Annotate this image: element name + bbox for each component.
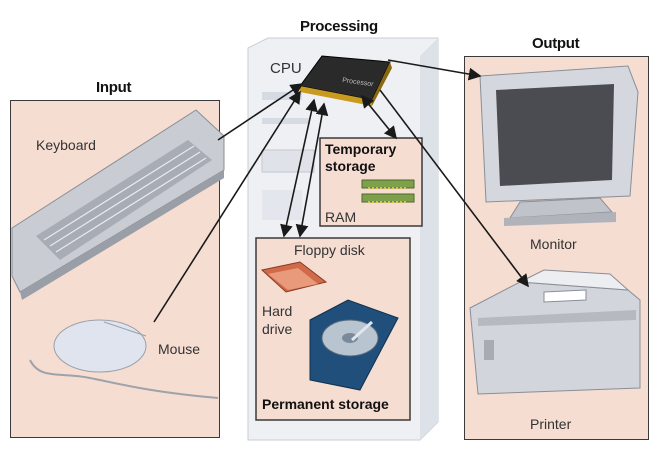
label-monitor: Monitor [530, 236, 577, 252]
monitor-image [479, 65, 639, 226]
heading-output: Output [532, 35, 580, 52]
heading-processing: Processing [300, 18, 378, 35]
label-printer: Printer [530, 416, 572, 432]
arrow-cpu-permanent-storage-2 [295, 102, 329, 238]
arrow-cpu-to-printer [379, 89, 529, 288]
arrow-cpu-temporary-storage [360, 94, 398, 140]
label-ram: RAM [325, 209, 357, 225]
label-mouse: Mouse [158, 341, 201, 357]
label-cpu: CPU [270, 60, 302, 77]
arrow-keyboard-to-cpu [217, 83, 304, 141]
label-hard-drive: Hard drive [262, 303, 293, 337]
cpu-chip-image: Processor [299, 55, 392, 106]
label-floppy-disk: Floppy disk [294, 242, 365, 258]
hard-drive-image [309, 299, 399, 391]
floppy-disk-image [260, 261, 328, 293]
ram-sticks [361, 179, 415, 203]
label-permanent-storage: Permanent storage [262, 396, 389, 412]
arrow-mouse-to-cpu [153, 90, 301, 323]
mouse-image [29, 319, 219, 399]
label-keyboard: Keyboard [36, 137, 96, 153]
printer-image [469, 269, 641, 395]
svg-text:Processor: Processor [342, 77, 375, 88]
arrow-cpu-to-monitor [387, 59, 482, 81]
heading-input: Input [96, 79, 132, 96]
keyboard-image [11, 109, 225, 300]
label-temporary-storage: Temporary storage [325, 141, 397, 174]
